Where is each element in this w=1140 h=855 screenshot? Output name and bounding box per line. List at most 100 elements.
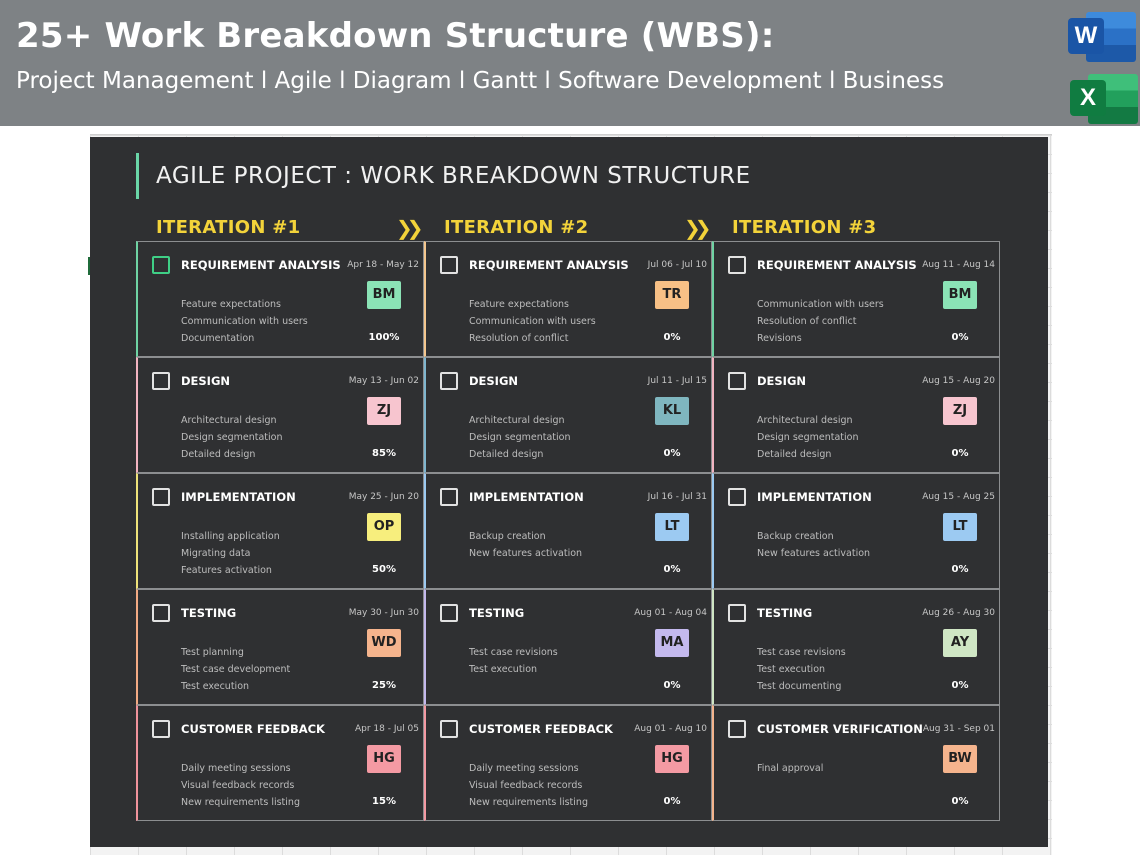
task-name: TESTING bbox=[181, 606, 237, 620]
task-name: IMPLEMENTATION bbox=[757, 490, 872, 504]
owner-badge: LT bbox=[655, 513, 689, 541]
task-checkbox[interactable] bbox=[440, 720, 458, 738]
subtask-item: New requirements listing bbox=[181, 797, 300, 808]
subtask-item: Daily meeting sessions bbox=[181, 763, 291, 774]
task-name: CUSTOMER VERIFICATION bbox=[757, 722, 923, 736]
owner-badge: ZJ bbox=[943, 397, 977, 425]
task-checkbox[interactable] bbox=[440, 604, 458, 622]
task-checkbox[interactable] bbox=[152, 372, 170, 390]
owner-badge: ZJ bbox=[367, 397, 401, 425]
subtask-item: Design segmentation bbox=[469, 432, 571, 443]
task-checkbox[interactable] bbox=[152, 604, 170, 622]
task-checkbox[interactable] bbox=[728, 256, 746, 274]
chevron-right-icon: ❯❯ bbox=[684, 216, 711, 240]
task-checkbox[interactable] bbox=[728, 372, 746, 390]
progress-percent: 0% bbox=[951, 796, 969, 807]
task-checkbox[interactable] bbox=[152, 488, 170, 506]
task-date-range: Jul 11 - Jul 15 bbox=[647, 376, 707, 386]
subtask-item: Test case revisions bbox=[469, 647, 558, 658]
page-subtitle: Project Management l Agile l Diagram l G… bbox=[16, 68, 945, 94]
task-card: IMPLEMENTATION May 25 - Jun 20 Installing … bbox=[136, 473, 424, 589]
subtask-item: Test documenting bbox=[757, 681, 842, 692]
title-accent-bar bbox=[136, 153, 139, 199]
task-date-range: May 13 - Jun 02 bbox=[348, 376, 419, 386]
task-name: IMPLEMENTATION bbox=[181, 490, 296, 504]
task-name: CUSTOMER FEEDBACK bbox=[469, 722, 613, 736]
subtask-item: Features activation bbox=[181, 565, 272, 576]
task-date-range: Aug 11 - Aug 14 bbox=[922, 260, 995, 270]
task-checkbox[interactable] bbox=[728, 488, 746, 506]
owner-badge: KL bbox=[655, 397, 689, 425]
task-name: DESIGN bbox=[757, 374, 807, 388]
wbs-grid: REQUIREMENT ANALYSIS Apr 18 - May 12 Featu… bbox=[136, 241, 1000, 821]
progress-percent: 0% bbox=[951, 564, 969, 575]
owner-badge: OP bbox=[367, 513, 401, 541]
subtask-item: Migrating data bbox=[181, 548, 251, 559]
subtask-item: Test planning bbox=[181, 647, 244, 658]
subtask-item: Final approval bbox=[757, 763, 824, 774]
header-banner: 25+ Work Breakdown Structure (WBS): Proj… bbox=[0, 0, 1140, 126]
task-name: IMPLEMENTATION bbox=[469, 490, 584, 504]
subtask-item: Communication with users bbox=[181, 316, 308, 327]
progress-percent: 100% bbox=[368, 332, 400, 343]
task-checkbox[interactable] bbox=[152, 720, 170, 738]
subtask-item: Design segmentation bbox=[757, 432, 859, 443]
subtask-item: Test execution bbox=[181, 681, 250, 692]
iteration-1-label: ITERATION #1 bbox=[156, 217, 301, 238]
progress-percent: 0% bbox=[663, 564, 681, 575]
task-checkbox[interactable] bbox=[152, 256, 170, 274]
progress-percent: 0% bbox=[951, 680, 969, 691]
subtask-item: Documentation bbox=[181, 333, 255, 344]
wbs-board: AGILE PROJECT : WORK BREAKDOWN STRUCTURE… bbox=[90, 137, 1048, 847]
task-name: REQUIREMENT ANALYSIS bbox=[181, 258, 341, 272]
task-checkbox[interactable] bbox=[440, 256, 458, 274]
task-checkbox[interactable] bbox=[728, 604, 746, 622]
iteration-3-label: ITERATION #3 bbox=[732, 217, 877, 238]
subtask-item: New features activation bbox=[469, 548, 583, 559]
owner-badge: WD bbox=[367, 629, 401, 657]
task-checkbox[interactable] bbox=[440, 372, 458, 390]
subtask-item: Test case development bbox=[181, 664, 291, 675]
progress-percent: 25% bbox=[372, 680, 396, 691]
owner-badge: TR bbox=[655, 281, 689, 309]
progress-percent: 50% bbox=[372, 564, 396, 575]
word-icon-letter: W bbox=[1068, 18, 1104, 54]
subtask-item: Architectural design bbox=[469, 415, 565, 426]
task-date-range: Jul 06 - Jul 10 bbox=[647, 260, 707, 270]
subtask-item: Visual feedback records bbox=[181, 780, 295, 791]
subtask-item: Installing application bbox=[181, 531, 280, 542]
subtask-item: Architectural design bbox=[757, 415, 853, 426]
task-checkbox[interactable] bbox=[728, 720, 746, 738]
progress-percent: 0% bbox=[663, 796, 681, 807]
owner-badge: HG bbox=[655, 745, 689, 773]
subtask-item: Design segmentation bbox=[181, 432, 283, 443]
subtask-item: Backup creation bbox=[757, 531, 834, 542]
task-date-range: Apr 18 - May 12 bbox=[347, 260, 419, 270]
task-date-range: May 30 - Jun 30 bbox=[348, 608, 419, 618]
subtask-item: Feature expectations bbox=[469, 299, 570, 310]
subtask-item: Test case revisions bbox=[757, 647, 846, 658]
excel-icon-letter: X bbox=[1070, 80, 1106, 116]
task-name: CUSTOMER FEEDBACK bbox=[181, 722, 325, 736]
task-date-range: May 25 - Jun 20 bbox=[348, 492, 419, 502]
subtask-item: Architectural design bbox=[181, 415, 277, 426]
progress-percent: 0% bbox=[663, 680, 681, 691]
owner-badge: BM bbox=[367, 281, 401, 309]
owner-badge: HG bbox=[367, 745, 401, 773]
iteration-2-label: ITERATION #2 bbox=[444, 217, 589, 238]
subtask-item: Test execution bbox=[469, 664, 538, 675]
task-card: CUSTOMER FEEDBACK Apr 18 - Jul 05 Daily me… bbox=[136, 705, 424, 821]
page-title: 25+ Work Breakdown Structure (WBS): bbox=[16, 16, 775, 56]
progress-percent: 0% bbox=[663, 448, 681, 459]
task-date-range: Apr 18 - Jul 05 bbox=[354, 724, 419, 734]
task-checkbox[interactable] bbox=[440, 488, 458, 506]
progress-percent: 85% bbox=[372, 448, 396, 459]
